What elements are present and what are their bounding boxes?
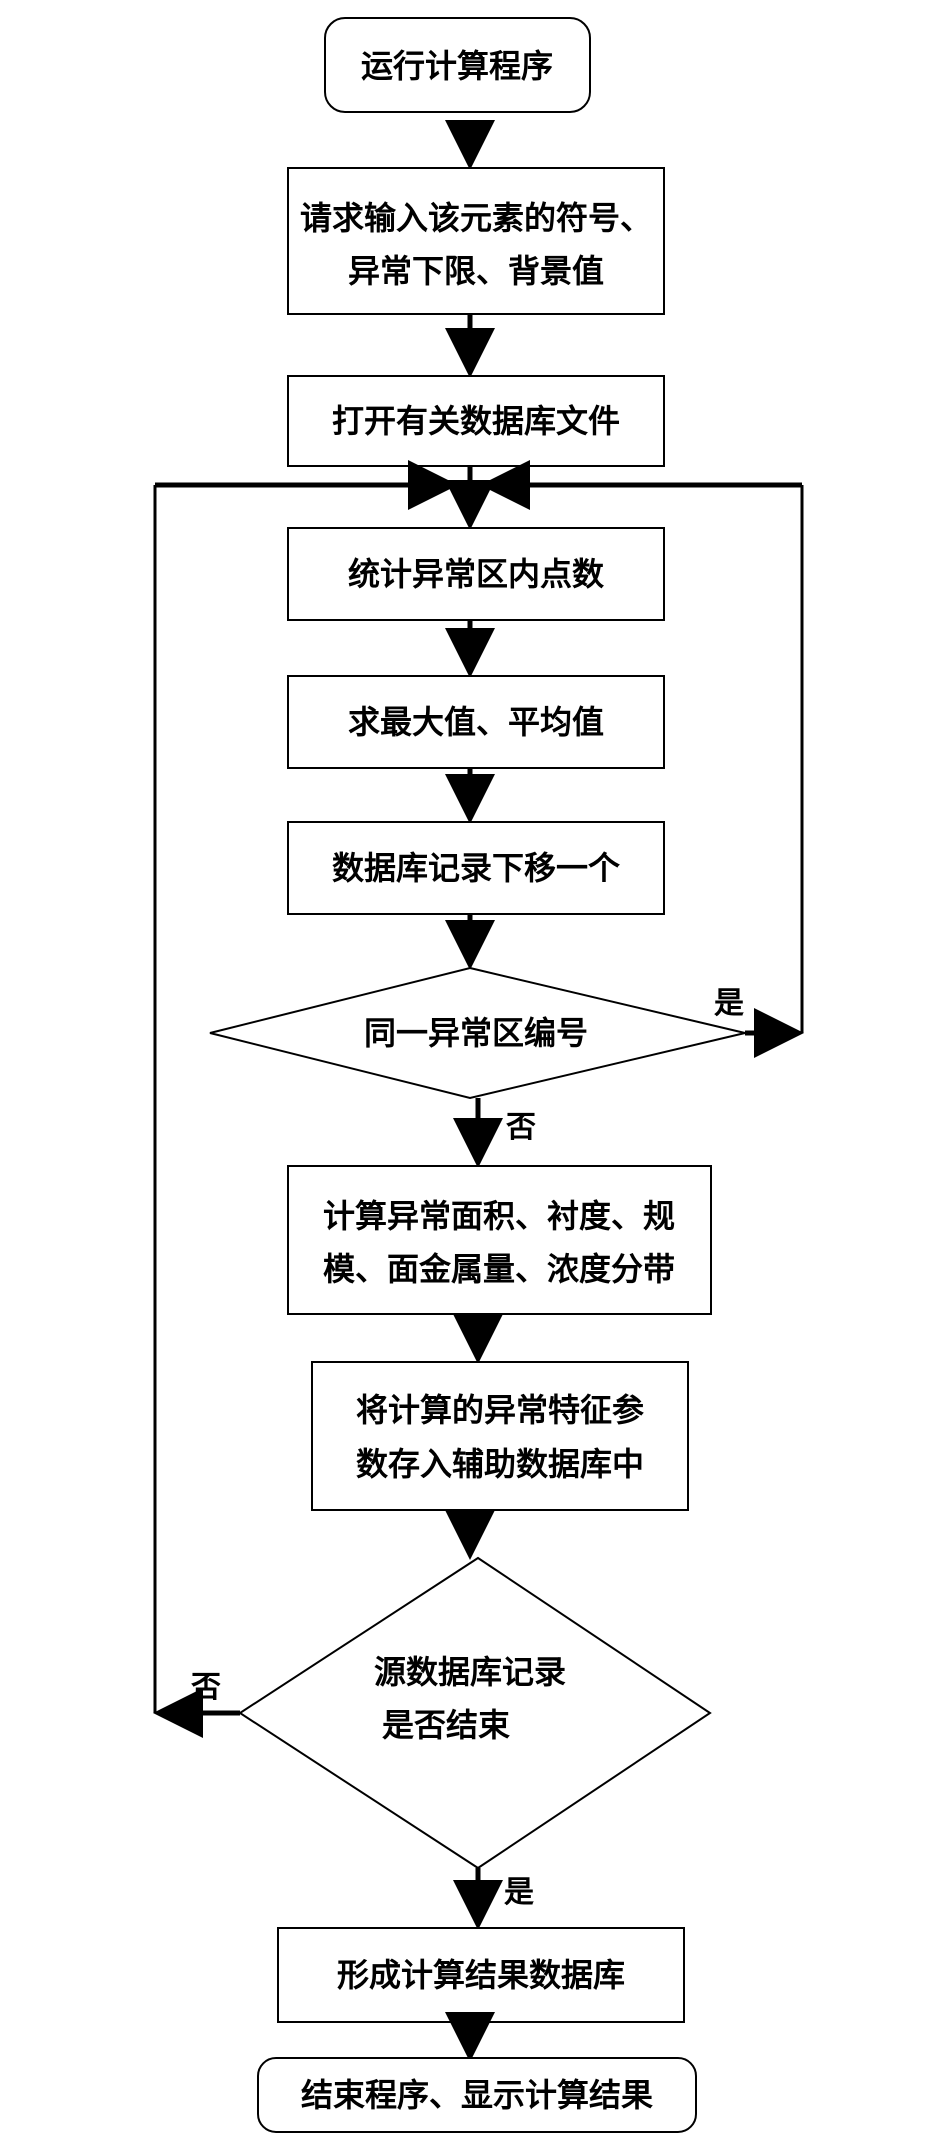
compute-box	[287, 1165, 712, 1315]
form-result-box	[277, 1927, 685, 2023]
save-label-line1: 将计算的异常特征参	[356, 1391, 644, 1429]
source-end-yes-label: 是	[504, 1875, 534, 1910]
same-zone-no-label: 否	[506, 1110, 536, 1145]
form-result-label: 形成计算结果数据库	[337, 1956, 625, 1994]
source-end-label-line1: 源数据库记录	[374, 1653, 566, 1691]
start-label: 运行计算程序	[361, 47, 553, 85]
open-db-label: 打开有关数据库文件	[332, 402, 620, 440]
input-process-box	[287, 167, 665, 315]
input-label-line2: 异常下限、背景值	[348, 252, 604, 290]
end-terminal	[257, 2057, 697, 2133]
source-end-no-label: 否	[191, 1670, 221, 1705]
move-record-label: 数据库记录下移一个	[332, 849, 620, 887]
compute-label-line1: 计算异常面积、衬度、规	[323, 1197, 675, 1235]
compute-label-line2: 模、面金属量、浓度分带	[323, 1250, 675, 1288]
save-box	[311, 1361, 689, 1511]
input-label-line1: 请求输入该元素的符号、	[300, 199, 652, 237]
move-record-box	[287, 821, 665, 915]
save-label-line2: 数存入辅助数据库中	[356, 1445, 644, 1483]
start-terminal	[324, 17, 591, 113]
source-end-label-line2: 是否结束	[382, 1706, 510, 1744]
max-avg-label: 求最大值、平均值	[348, 703, 604, 741]
same-zone-label: 同一异常区编号	[364, 1014, 588, 1052]
count-points-label: 统计异常区内点数	[348, 555, 605, 593]
end-label: 结束程序、显示计算结果	[301, 2076, 653, 2114]
count-points-box	[287, 527, 665, 621]
same-zone-decision	[209, 966, 746, 1100]
max-avg-box	[287, 675, 665, 769]
same-zone-yes-label: 是	[714, 986, 744, 1021]
open-db-box	[287, 375, 665, 467]
